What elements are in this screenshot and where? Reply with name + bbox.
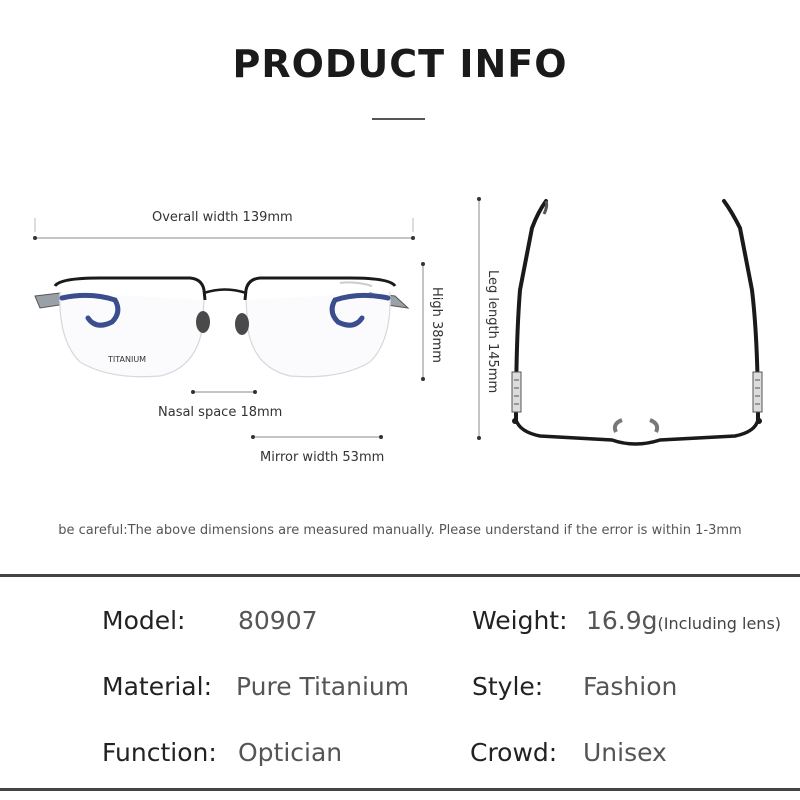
overall-width-marker [33,218,415,240]
high-marker [421,262,425,381]
style-value: Fashion [583,672,678,701]
mirror-width-label: Mirror width 53mm [260,450,385,465]
weight-value: 16.9g [586,606,658,635]
glasses-diagram: TITANIUM [33,197,763,446]
high-label: High 38mm [429,287,444,363]
function-value: Optician [238,738,343,767]
overall-width-label: Overall width 139mm [152,210,293,225]
weight-label: Weight: [472,606,568,635]
model-value: 80907 [238,606,318,635]
front-view-glasses [34,276,410,378]
lens-mark: TITANIUM [107,355,146,364]
material-label: Material: [102,672,212,701]
style-label: Style: [472,672,544,701]
spec-top-divider [0,574,800,577]
nasal-space-marker [191,390,257,394]
leg-length-label: Leg length 145mm [485,270,500,394]
title-underline [372,118,425,120]
top-view-glasses [511,199,763,446]
spec-bottom-divider [0,788,800,791]
measurement-note: be careful:The above dimensions are meas… [58,523,742,538]
model-label: Model: [102,606,186,635]
crowd-label: Crowd: [470,738,558,767]
page-title: PRODUCT INFO [232,42,568,86]
function-label: Function: [102,738,217,767]
crowd-value: Unisex [583,738,667,767]
weight-value-row: 16.9g(Including lens) [586,606,781,635]
mirror-width-marker [251,435,383,439]
material-value: Pure Titanium [236,672,410,701]
leg-length-marker [477,197,481,440]
nasal-space-label: Nasal space 18mm [158,405,283,420]
weight-note: (Including lens) [657,614,782,633]
